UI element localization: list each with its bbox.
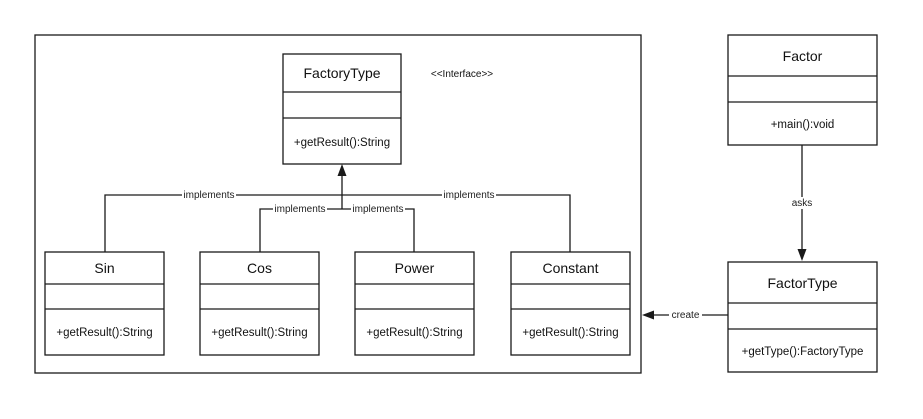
implements-connector-constant xyxy=(342,194,571,252)
asks-label-group: asks xyxy=(789,197,815,209)
create-arrowhead xyxy=(642,310,654,320)
interface-stereotype-label: <<Interface>> xyxy=(431,69,493,80)
cos-class-box[interactable]: Cos +getResult():String xyxy=(199,251,320,356)
implements-label-constant: implements xyxy=(443,190,494,201)
factor-class-method: +main():void xyxy=(771,119,835,131)
sin-class-box[interactable]: Sin +getResult():String xyxy=(44,251,165,356)
asks-label: asks xyxy=(792,198,813,209)
sin-class-title: Sin xyxy=(94,260,114,276)
implements-connector-sin xyxy=(104,194,342,252)
constant-class-outline xyxy=(510,251,631,356)
power-class-outline xyxy=(354,251,475,356)
implements-arrowhead xyxy=(337,164,347,176)
factor-type-class-method: +getType():FactoryType xyxy=(742,346,864,358)
package-frame xyxy=(34,34,642,374)
power-class-title: Power xyxy=(395,260,435,276)
implements-label-sin-group: implements xyxy=(182,189,236,201)
implements-label-cos-group: implements xyxy=(273,203,327,215)
factor-type-class-outline xyxy=(727,261,878,373)
power-class-box[interactable]: Power +getResult():String xyxy=(354,251,475,356)
interface-class-box[interactable]: FactoryType +getResult():String xyxy=(282,53,402,165)
cos-class-method: +getResult():String xyxy=(211,327,307,339)
implements-label-power: implements xyxy=(352,204,403,215)
power-class-method: +getResult():String xyxy=(366,327,462,339)
factor-type-class-title: FactorType xyxy=(767,275,837,291)
implements-label-constant-group: implements xyxy=(442,189,496,201)
create-label-group: create xyxy=(669,309,702,321)
implements-connector-power xyxy=(342,208,415,252)
implements-connector-cos xyxy=(259,208,342,252)
cos-class-title: Cos xyxy=(247,260,272,276)
interface-class-title: FactoryType xyxy=(303,65,380,81)
constant-class-method: +getResult():String xyxy=(522,327,618,339)
implements-label-sin: implements xyxy=(183,190,234,201)
implements-label-power-group: implements xyxy=(351,203,405,215)
factor-class-title: Factor xyxy=(783,48,823,64)
constant-class-title: Constant xyxy=(542,260,598,276)
sin-class-method: +getResult():String xyxy=(56,327,152,339)
interface-class-method: +getResult():String xyxy=(294,137,390,149)
create-label: create xyxy=(672,310,700,321)
constant-class-box[interactable]: Constant +getResult():String xyxy=(510,251,631,356)
factor-class-box[interactable]: Factor +main():void xyxy=(727,34,878,146)
implements-label-cos: implements xyxy=(274,204,325,215)
asks-arrowhead xyxy=(797,249,807,261)
factor-type-class-box[interactable]: FactorType +getType():FactoryType xyxy=(727,261,878,373)
cos-class-outline xyxy=(199,251,320,356)
sin-class-outline xyxy=(44,251,165,356)
